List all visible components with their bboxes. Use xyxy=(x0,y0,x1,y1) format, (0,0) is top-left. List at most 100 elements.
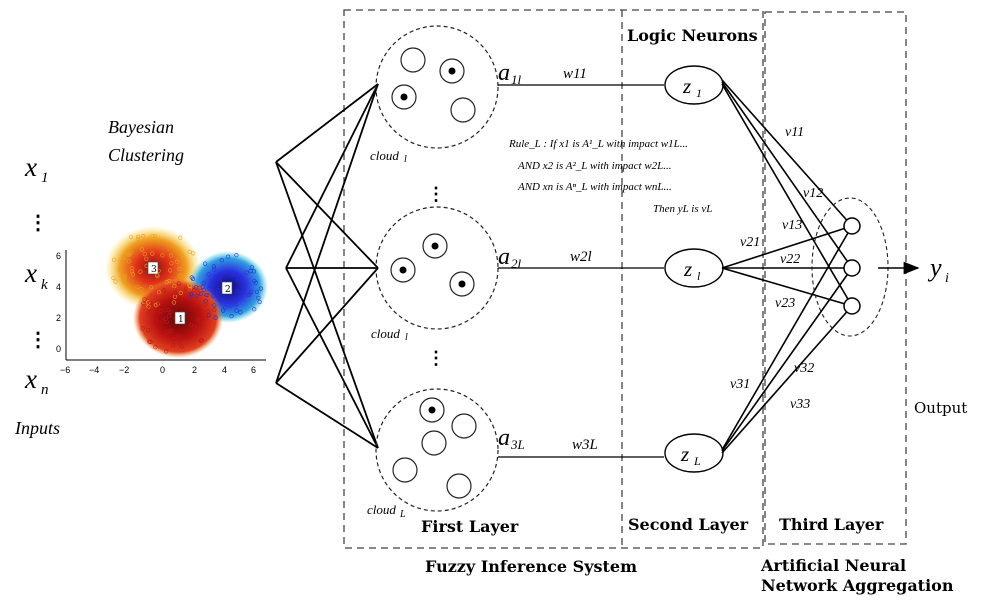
scatter-point xyxy=(206,272,211,277)
scatter-point xyxy=(138,269,143,274)
cloud-2-active-dot xyxy=(431,242,439,250)
scatter-point xyxy=(254,289,259,295)
fuzzy-inference-region xyxy=(343,9,764,549)
scatter-point xyxy=(178,235,183,240)
svg-text:a: a xyxy=(498,244,510,270)
svg-text:z: z xyxy=(683,257,692,281)
weight-v12: v12 xyxy=(803,186,823,201)
scatter-point xyxy=(207,286,212,291)
svg-text:l: l xyxy=(697,269,701,283)
scatter-point xyxy=(164,280,169,285)
scatter-point xyxy=(244,270,249,275)
neuron-z1: z 1 xyxy=(664,65,724,105)
scatter-point xyxy=(190,276,196,282)
scatter-point xyxy=(169,328,174,334)
scatter-point xyxy=(177,266,182,272)
scatter-point xyxy=(219,272,224,277)
ann-label-line2: Network Aggregation xyxy=(761,576,954,595)
scatter-point xyxy=(213,315,218,320)
scatter-point xyxy=(117,267,123,272)
fuzzy-inference-system-label: Fuzzy Inference System xyxy=(425,557,637,576)
scatter-point xyxy=(234,253,239,258)
input-xn-symbol: x xyxy=(24,364,37,394)
scatter-point xyxy=(141,301,146,306)
scatter-point xyxy=(197,285,202,291)
scatter-point xyxy=(167,313,172,319)
cluster-3-label: 3 xyxy=(151,265,157,275)
logic-neurons-title: Logic Neurons xyxy=(627,26,758,45)
scatter-point xyxy=(123,273,128,279)
scatter-point xyxy=(258,286,264,291)
scatter-point xyxy=(239,291,244,297)
cloud-3: cloud L xyxy=(367,388,499,520)
output-symbol: y i xyxy=(927,253,949,286)
aggregation-node-2 xyxy=(843,259,861,277)
scatter-point xyxy=(238,310,243,315)
cloud-3-granule xyxy=(392,457,418,483)
rule-line-4: Then yL is vL xyxy=(653,203,712,215)
cloud-dots-upper: ⋮ xyxy=(427,184,445,205)
scatter-point xyxy=(252,278,257,283)
aggregation-node-3 xyxy=(843,297,861,315)
svg-text:a: a xyxy=(498,425,510,451)
aggregation-boundary xyxy=(811,197,889,337)
activation-a2: a 2l xyxy=(498,244,522,271)
third-layer-label: Third Layer xyxy=(779,515,884,534)
scatter-point xyxy=(217,273,222,278)
neuron-to-aggregation-links xyxy=(721,79,853,454)
input-to-cloud-links xyxy=(275,83,379,449)
scatter-point xyxy=(233,272,238,277)
ann-aggregation-region xyxy=(764,11,907,545)
scatter-point xyxy=(248,269,253,274)
weight-v13: v13 xyxy=(782,218,802,233)
scatter-point xyxy=(177,341,182,347)
svg-text:2l: 2l xyxy=(511,256,522,271)
weight-v22: v22 xyxy=(780,252,800,267)
scatter-point xyxy=(249,265,254,270)
scatter-point xyxy=(175,259,180,264)
scatter-point xyxy=(160,319,165,324)
scatter-point xyxy=(178,290,183,296)
input-dots-upper: ⋮ xyxy=(28,210,48,234)
scatter-point xyxy=(188,322,193,328)
activation-a3: a 3L xyxy=(498,425,525,452)
scatter-point xyxy=(136,234,141,239)
svg-text:L: L xyxy=(693,454,701,468)
cloud-1-granule xyxy=(450,97,476,123)
x-tick-neg6: −6 xyxy=(60,365,70,375)
second-layer-label: Second Layer xyxy=(628,515,749,534)
cloud-1: cloud l xyxy=(370,25,499,165)
scatter-point xyxy=(228,303,233,308)
neuron-zL: z L xyxy=(664,433,724,473)
scatter-point xyxy=(140,326,145,331)
scatter-point xyxy=(193,302,198,307)
scatter-point xyxy=(156,290,162,295)
ann-label-line1: Artificial Neural xyxy=(760,556,906,575)
svg-text:cloud: cloud xyxy=(367,502,396,517)
scatter-point xyxy=(161,288,167,293)
scatter-point xyxy=(159,308,164,314)
scatter-point xyxy=(198,338,203,343)
neuron-z1-body xyxy=(664,65,724,105)
svg-text:l: l xyxy=(405,332,408,343)
scatter-point xyxy=(146,328,151,333)
cloud-3-granule xyxy=(446,473,472,499)
input-xn: x n xyxy=(24,364,49,398)
scatter-point xyxy=(146,300,151,305)
scatter-point xyxy=(176,281,181,286)
scatter-point xyxy=(179,344,185,349)
scatter-point xyxy=(189,275,194,280)
scatter-point xyxy=(125,252,130,257)
inputs-label: Inputs xyxy=(14,418,60,438)
scatter-point xyxy=(257,299,262,305)
scatter-point xyxy=(195,317,200,322)
scatter-point xyxy=(203,315,208,321)
scatter-point xyxy=(192,330,197,335)
scatter-point xyxy=(223,305,228,310)
scatter-point xyxy=(212,267,217,272)
weight-v23: v23 xyxy=(775,296,795,311)
scatter-point xyxy=(191,288,196,293)
weight-v11: v11 xyxy=(785,125,804,140)
svg-text:i: i xyxy=(945,271,949,286)
weight-w2l: w2l xyxy=(570,249,592,265)
